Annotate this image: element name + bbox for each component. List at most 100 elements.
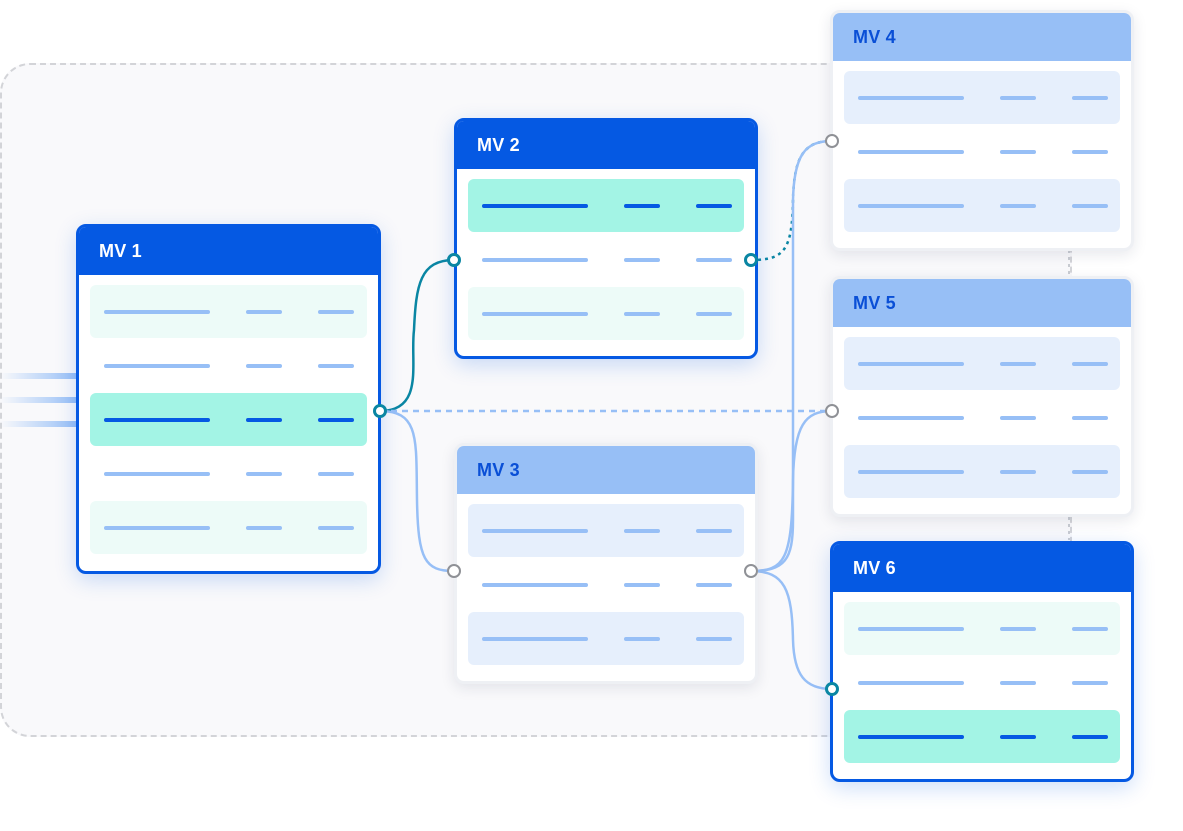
row-placeholder-bar [482, 312, 588, 316]
output-port-mv1[interactable] [373, 404, 387, 418]
node-mv3[interactable]: MV 3 [454, 443, 758, 684]
row-placeholder-bar [1072, 150, 1108, 154]
input-port-mv4[interactable] [825, 134, 839, 148]
row-placeholder-bar [696, 583, 732, 587]
row-placeholder-bar [624, 637, 660, 641]
table-row[interactable] [468, 558, 744, 611]
connection-mv3-mv5 [750, 409, 833, 573]
table-row[interactable] [844, 71, 1120, 124]
node-title: MV 5 [833, 279, 1131, 327]
node-title: MV 6 [833, 544, 1131, 592]
connection-mv1-mv2 [379, 258, 455, 413]
row-placeholder-bar [624, 583, 660, 587]
table-row[interactable] [90, 285, 367, 338]
row-placeholder-bar [1000, 96, 1036, 100]
row-placeholder-bar [482, 637, 588, 641]
row-placeholder-bar [1000, 627, 1036, 631]
row-placeholder-bar [624, 312, 660, 316]
row-placeholder-bar [858, 416, 964, 420]
row-placeholder-bar [1000, 362, 1036, 366]
row-placeholder-bar [624, 258, 660, 262]
row-placeholder-bar [482, 529, 588, 533]
table-row[interactable] [468, 233, 744, 286]
input-stream-line [0, 373, 78, 379]
table-row[interactable] [844, 710, 1120, 763]
row-placeholder-bar [858, 470, 964, 474]
row-placeholder-bar [104, 526, 210, 530]
table-row[interactable] [844, 602, 1120, 655]
table-row[interactable] [468, 504, 744, 557]
node-title: MV 4 [833, 13, 1131, 61]
table-row[interactable] [844, 656, 1120, 709]
input-port-mv6[interactable] [825, 682, 839, 696]
row-placeholder-bar [318, 472, 354, 476]
row-placeholder-bar [318, 310, 354, 314]
node-mv4[interactable]: MV 4 [830, 10, 1134, 251]
row-placeholder-bar [696, 312, 732, 316]
row-placeholder-bar [482, 258, 588, 262]
connection-mv1-mv3 [379, 409, 455, 573]
row-placeholder-bar [318, 364, 354, 368]
row-placeholder-bar [696, 637, 732, 641]
table-row[interactable] [844, 391, 1120, 444]
connection-mv2-mv4 [750, 139, 833, 262]
row-placeholder-bar [1072, 416, 1108, 420]
row-placeholder-bar [1000, 416, 1036, 420]
row-placeholder-bar [696, 258, 732, 262]
row-placeholder-bar [482, 204, 588, 208]
row-placeholder-bar [1000, 204, 1036, 208]
row-placeholder-bar [858, 204, 964, 208]
table-row[interactable] [90, 447, 367, 500]
node-mv1[interactable]: MV 1 [76, 224, 381, 574]
row-placeholder-bar [858, 681, 964, 685]
input-stream-line [0, 397, 78, 403]
node-mv5[interactable]: MV 5 [830, 276, 1134, 517]
row-placeholder-bar [1072, 681, 1108, 685]
row-placeholder-bar [858, 96, 964, 100]
row-placeholder-bar [858, 627, 964, 631]
row-placeholder-bar [1000, 150, 1036, 154]
output-port-mv2[interactable] [744, 253, 758, 267]
row-placeholder-bar [318, 418, 354, 422]
table-row[interactable] [844, 179, 1120, 232]
input-port-mv5[interactable] [825, 404, 839, 418]
table-row[interactable] [844, 337, 1120, 390]
row-placeholder-bar [1000, 735, 1036, 739]
row-placeholder-bar [104, 310, 210, 314]
table-row[interactable] [468, 612, 744, 665]
table-row[interactable] [844, 445, 1120, 498]
table-row[interactable] [90, 339, 367, 392]
row-placeholder-bar [696, 529, 732, 533]
table-row[interactable] [90, 393, 367, 446]
row-placeholder-bar [246, 364, 282, 368]
row-placeholder-bar [1000, 470, 1036, 474]
row-placeholder-bar [1072, 362, 1108, 366]
input-stream-line [0, 421, 78, 427]
row-placeholder-bar [482, 583, 588, 587]
row-placeholder-bar [696, 204, 732, 208]
row-placeholder-bar [1000, 681, 1036, 685]
row-placeholder-bar [858, 362, 964, 366]
table-row[interactable] [468, 287, 744, 340]
connection-mv3-mv6 [750, 569, 833, 691]
row-placeholder-bar [246, 472, 282, 476]
row-placeholder-bar [246, 418, 282, 422]
table-row[interactable] [844, 125, 1120, 178]
input-port-mv2[interactable] [447, 253, 461, 267]
table-row[interactable] [468, 179, 744, 232]
node-title: MV 1 [79, 227, 378, 275]
row-placeholder-bar [1072, 735, 1108, 739]
row-placeholder-bar [104, 472, 210, 476]
row-placeholder-bar [858, 735, 964, 739]
node-mv2[interactable]: MV 2 [454, 118, 758, 359]
row-placeholder-bar [104, 364, 210, 368]
node-mv6[interactable]: MV 6 [830, 541, 1134, 782]
row-placeholder-bar [1072, 627, 1108, 631]
output-port-mv3[interactable] [744, 564, 758, 578]
row-placeholder-bar [1072, 470, 1108, 474]
row-placeholder-bar [858, 150, 964, 154]
input-port-mv3[interactable] [447, 564, 461, 578]
row-placeholder-bar [104, 418, 210, 422]
table-row[interactable] [90, 501, 367, 554]
row-placeholder-bar [246, 526, 282, 530]
